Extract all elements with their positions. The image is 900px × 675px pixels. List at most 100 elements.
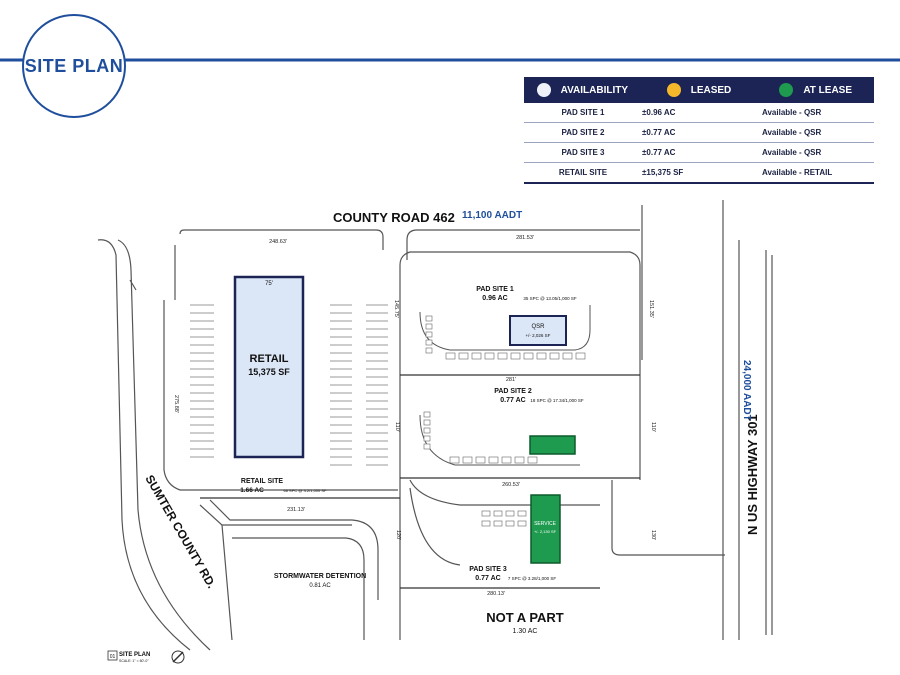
legend-status-availability: AVAILABILITY [524,83,641,97]
car-icon [527,456,538,464]
retail-site-label: RETAIL SITE [241,478,283,485]
car-icon [471,352,482,360]
county-road-aadt: 11,100 AADT [462,210,522,221]
legend-site: RETAIL SITE [558,168,608,177]
legend-size: ±0.77 AC [642,128,676,137]
retail-site-acres: 1.66 AC [240,487,264,494]
dimension-label: 248.63' [269,239,287,245]
legend-site: PAD SITE 2 [561,128,605,137]
legend-site: PAD SITE 3 [561,148,605,157]
car-icon [475,456,486,464]
legend-header: AVAILABILITY LEASED AT LEASE [524,77,874,103]
legend-size: ±15,375 SF [642,168,684,177]
dimension-label: 110' [394,422,400,432]
retail-site-note: 66 SPC @ 4.2/1,000 SF [284,488,328,493]
lot-lines [200,374,640,589]
availability-dot-icon [536,83,551,97]
car-icon [488,456,499,464]
car-icon [423,419,431,426]
leased-dot-icon [666,83,681,97]
car-icon [510,352,521,360]
car-icon [501,456,512,464]
car-icon [497,352,508,360]
car-icon [445,352,456,360]
qsr-label: QSR [531,324,545,330]
car-icon [549,352,560,360]
pad2-acres: 0.77 AC [500,397,525,404]
legend-row: PAD SITE 2 ±0.77 AC Available - QSR [524,123,874,143]
car-icon [481,520,491,527]
service-building [530,494,561,564]
car-icon [462,456,473,464]
legend-status: Available - QSR [762,108,822,117]
car-icon [517,510,527,517]
dimension-label: 110' [650,422,656,432]
service-label: SERVICE [534,521,557,527]
badge-label: SITE PLAN [24,55,124,76]
service-sf: +/- 2,130 SF [534,529,557,534]
car-icon [423,427,431,434]
car-icon [517,520,527,527]
car-icon [484,352,495,360]
pad1-note: 35 SPC @ 13.05/1,000 SF [523,296,577,301]
legend-row: RETAIL SITE ±15,375 SF Available - RETAI… [524,163,874,184]
dimension-label: 281' [506,377,516,383]
availability-legend: AVAILABILITY LEASED AT LEASE PAD SITE 1 … [524,77,874,184]
retail-sf: 15,375 SF [248,367,290,377]
car-icon [493,520,503,527]
legend-status: Available - RETAIL [762,168,833,177]
legend-status-label: LEASED [690,84,732,96]
legend-size: ±0.77 AC [642,148,676,157]
pad2-label: PAD SITE 2 [494,388,532,395]
car-icon [562,352,573,360]
car-icon [536,352,547,360]
pad2-building [529,435,576,455]
pad1-stalls [425,315,586,360]
legend-site: PAD SITE 1 [561,108,605,117]
legend-status-label: AVAILABILITY [560,84,629,96]
legend-status: Available - QSR [762,128,822,137]
dimension-label: 120' [395,530,401,540]
car-icon [423,435,431,442]
legend-status: Available - QSR [762,148,822,157]
pad1-label: PAD SITE 1 [476,286,514,293]
car-icon [425,323,433,330]
dimension-label: 130' [650,530,656,540]
pad3-note: 7 SPC @ 3.28/1,000 SF [508,576,557,581]
pad2-note: 18 SPC @ 17.34/1,000 SF [530,398,584,403]
dimension-label: 145.75' [393,300,399,318]
legend-row: PAD SITE 1 ±0.96 AC Available - QSR [524,103,874,123]
car-icon [423,443,431,450]
car-icon [505,510,515,517]
stormwater-label: STORMWATER DETENTION [274,573,366,580]
site-plan-badge: SITE PLAN [22,14,126,118]
north-arrow-icon [171,650,185,664]
car-icon [449,456,460,464]
title-block-scale: SCALE: 1" = 60'-0" [119,659,149,663]
car-icon [425,339,433,346]
car-icon [458,352,469,360]
dimension-label: 275.88' [173,395,179,413]
pad1-curb [419,305,591,351]
not-a-part-label: NOT A PART [486,610,564,625]
car-icon [575,352,586,360]
dimension-label: 151.35' [648,300,654,318]
car-icon [505,520,515,527]
car-icon [425,315,433,322]
dimension-label: 281.53' [516,235,534,241]
pad3-label: PAD SITE 3 [469,566,507,573]
qsr-sf: +/- 2,026 SF [526,333,551,338]
car-icon [481,510,491,517]
legend-status-at-lease: AT LEASE [757,83,874,97]
pad3-stalls [481,510,527,527]
pad3-acres: 0.77 AC [475,575,500,582]
legend-status-leased: LEASED [641,83,758,97]
pad2-stalls [423,411,538,464]
legend-row: PAD SITE 3 ±0.77 AC Available - QSR [524,143,874,163]
title-block-label: SITE PLAN [119,652,150,658]
county-road-label: COUNTY ROAD 462 [333,210,455,225]
highway-aadt: 24,000 AADT [741,360,752,421]
car-icon [425,331,433,338]
